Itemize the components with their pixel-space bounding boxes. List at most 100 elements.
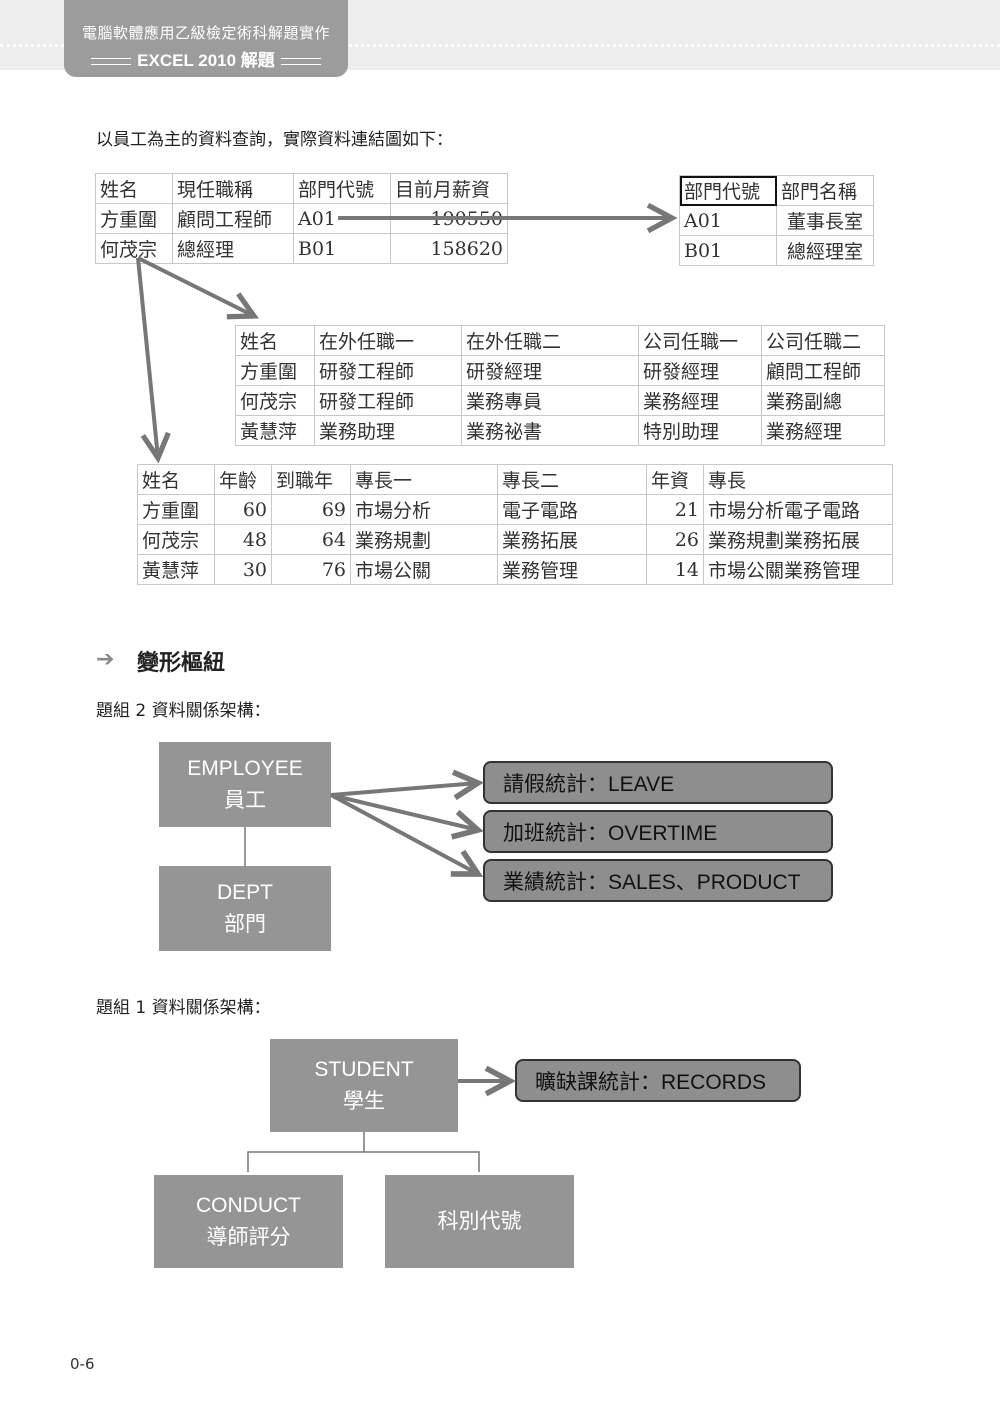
jobs-table: 姓名 在外任職一 在外任職二 公司任職一 公司任職二 方重圍 研發工程師 研發經… <box>235 325 885 446</box>
table-row: 何茂宗 總經理 B01 158620 <box>95 233 508 264</box>
column-header: 部門代號 <box>293 173 391 204</box>
table-header-row: 姓名 現任職稱 部門代號 目前月薪資 <box>95 173 508 204</box>
table-row: 黃慧萍 30 76 市場公關 業務管理 14 市場公關業務管理 <box>137 554 893 585</box>
subtitle-rule-right <box>280 58 321 66</box>
table-cell: 何茂宗 <box>95 233 173 264</box>
header-dotted-line <box>0 44 1000 47</box>
sales-product-box: 業績統計：SALES、PRODUCT <box>483 859 833 902</box>
table-row: 黃慧萍 業務助理 業務祕書 特別助理 業務經理 <box>235 415 885 446</box>
table-cell: 業務專員 <box>461 385 639 416</box>
employee-box-en: EMPLOYEE <box>187 756 303 780</box>
header-tab: 電腦軟體應用乙級檢定術科解題實作 EXCEL 2010 解題 <box>64 0 348 77</box>
dept-table: 部門代號 部門名稱 A01 董事長室 B01 總經理室 <box>679 175 874 266</box>
table-cell: 158620 <box>390 233 508 264</box>
book-subtitle-line: EXCEL 2010 解題 <box>64 46 348 71</box>
table-cell: 何茂宗 <box>235 385 315 416</box>
column-header: 部門代號 <box>679 175 777 206</box>
table-cell: 董事長室 <box>776 205 874 236</box>
employee-box-zh: 員工 <box>224 788 266 812</box>
employee-box: EMPLOYEE 員工 <box>159 742 331 827</box>
table-row: 方重圍 研發工程師 研發經理 研發經理 顧問工程師 <box>235 355 885 386</box>
table-cell: 黃慧萍 <box>235 415 315 446</box>
records-box: 曠缺課統計：RECORDS <box>515 1059 801 1102</box>
table-cell: 市場公關業務管理 <box>703 554 893 585</box>
table-cell: B01 <box>679 235 777 266</box>
conduct-box-zh: 導師評分 <box>206 1225 291 1249</box>
student-box-zh: 學生 <box>343 1089 385 1113</box>
table-cell: 市場公關 <box>350 554 498 585</box>
subtitle-rule-left <box>91 58 132 66</box>
table-cell: 特別助理 <box>638 415 762 446</box>
conduct-box: CONDUCT 導師評分 <box>154 1175 343 1268</box>
table-cell: 14 <box>646 554 704 585</box>
employee-table: 姓名 現任職稱 部門代號 目前月薪資 方重圍 顧問工程師 A01 190550 … <box>95 173 508 264</box>
table-row: B01 總經理室 <box>679 235 874 266</box>
table-cell: 業務祕書 <box>461 415 639 446</box>
student-box-en: STUDENT <box>314 1057 414 1081</box>
column-header: 現任職稱 <box>172 173 294 204</box>
table-cell: 方重圍 <box>137 494 215 525</box>
table-cell: 60 <box>214 494 272 525</box>
column-header: 專長二 <box>497 464 647 495</box>
column-header: 在外任職一 <box>314 325 462 356</box>
arrow-to-leave <box>330 769 484 801</box>
table-cell: 48 <box>214 524 272 555</box>
column-header: 目前月薪資 <box>390 173 508 204</box>
leave-box: 請假統計：LEAVE <box>483 761 833 804</box>
column-header: 年資 <box>646 464 704 495</box>
table-header-row: 姓名 年齡 到職年 專長一 專長二 年資 專長 <box>137 464 893 495</box>
table-cell: 業務管理 <box>497 554 647 585</box>
link-arrow-jobs <box>137 256 259 320</box>
column-header: 公司任職二 <box>761 325 885 356</box>
link-arrow-skills <box>136 257 171 464</box>
table-cell: B01 <box>293 233 391 264</box>
table-cell: 76 <box>271 554 351 585</box>
column-header: 姓名 <box>235 325 315 356</box>
intro-text: 以員工為主的資料查詢，實際資料連結圖如下： <box>96 130 453 150</box>
dept-code-box-label: 科別代號 <box>437 1209 522 1233</box>
table-cell: 研發經理 <box>461 355 639 386</box>
column-header: 專長一 <box>350 464 498 495</box>
section-arrow-icon: ➔ <box>96 647 115 672</box>
table-cell: 30 <box>214 554 272 585</box>
arrow-to-sales <box>330 793 484 877</box>
dept-box-zh: 部門 <box>224 912 266 936</box>
table-cell: 業務助理 <box>314 415 462 446</box>
table-cell: 業務經理 <box>761 415 885 446</box>
conduct-box-en: CONDUCT <box>196 1193 301 1217</box>
table-row: 方重圍 60 69 市場分析 電子電路 21 市場分析電子電路 <box>137 494 893 525</box>
table-cell: 方重圍 <box>95 203 173 234</box>
book-title: 電腦軟體應用乙級檢定術科解題實作 <box>81 24 330 42</box>
table-row: A01 董事長室 <box>679 205 874 236</box>
table-cell: 總經理 <box>172 233 294 264</box>
table-cell: 顧問工程師 <box>172 203 294 234</box>
dept-box-en: DEPT <box>216 880 273 904</box>
table-cell: 總經理室 <box>776 235 874 266</box>
section-title: 變形樞紐 <box>137 651 226 676</box>
dept-code-box: 科別代號 <box>385 1175 574 1268</box>
table-header-row: 部門代號 部門名稱 <box>679 175 874 206</box>
column-header: 姓名 <box>137 464 215 495</box>
table-cell: 市場分析 <box>350 494 498 525</box>
arrow-to-overtime <box>330 793 484 840</box>
table-cell: 方重圍 <box>235 355 315 386</box>
book-subtitle: EXCEL 2010 解題 <box>137 51 275 70</box>
column-header: 公司任職一 <box>638 325 762 356</box>
overtime-box: 加班統計：OVERTIME <box>483 810 833 853</box>
column-header: 年齡 <box>214 464 272 495</box>
column-header: 在外任職二 <box>461 325 639 356</box>
table-cell: 業務拓展 <box>497 524 647 555</box>
group2-label: 題組 2 資料關係架構： <box>96 701 271 721</box>
table-cell: 黃慧萍 <box>137 554 215 585</box>
student-box: STUDENT 學生 <box>270 1039 458 1132</box>
student-tree-connector <box>247 1132 480 1172</box>
table-header-row: 姓名 在外任職一 在外任職二 公司任職一 公司任職二 <box>235 325 885 356</box>
dept-box: DEPT 部門 <box>159 866 331 951</box>
group1-label: 題組 1 資料關係架構： <box>96 998 271 1018</box>
table-row: 方重圍 顧問工程師 A01 190550 <box>95 203 508 234</box>
skills-table: 姓名 年齡 到職年 專長一 專長二 年資 專長 方重圍 60 69 市場分析 電… <box>137 464 893 585</box>
column-header: 部門名稱 <box>776 175 874 206</box>
table-cell: 研發工程師 <box>314 355 462 386</box>
table-cell: 26 <box>646 524 704 555</box>
